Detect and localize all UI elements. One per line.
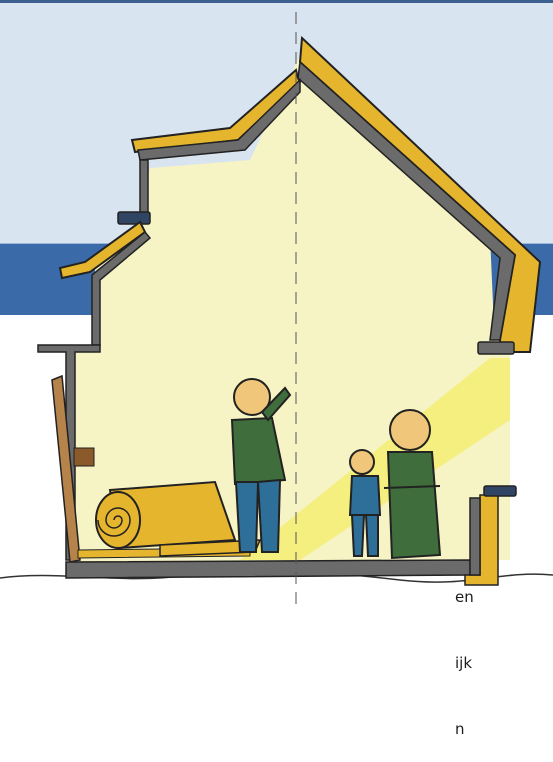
- floor-slab: [66, 560, 470, 578]
- side-text-line-6: n: [455, 718, 553, 740]
- post-bracket: [74, 448, 94, 466]
- side-text-line-5: ijk: [455, 652, 553, 674]
- right-wall: [470, 498, 480, 575]
- house-cross-section-illustration: [0, 0, 553, 617]
- right-window-sill-top: [478, 342, 514, 354]
- dormer-window-sill: [118, 212, 150, 224]
- right-window-sill-bottom: [484, 486, 516, 496]
